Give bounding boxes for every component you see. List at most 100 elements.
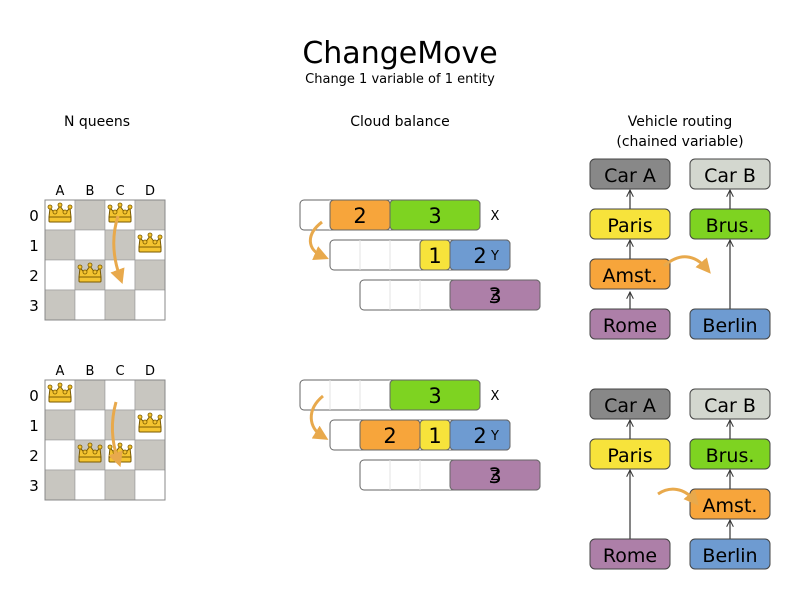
- process-label-z-0-after: 3: [488, 464, 501, 488]
- board-cell-0-3-before: [134, 199, 166, 231]
- process-label-y-0-before: 1: [428, 244, 441, 268]
- berlin-label-after: Berlin: [702, 545, 757, 567]
- process-label-x-1-before: 3: [428, 204, 441, 228]
- car-b-label-after: Car B: [704, 395, 756, 417]
- amsterdam-move-arrow-before: [663, 255, 711, 274]
- car-b-node: Car B: [689, 158, 771, 190]
- board-cell-2-0-before: [44, 259, 76, 291]
- board-cell-3-1-after: [74, 469, 106, 501]
- board-cell-0-2-after: [104, 379, 136, 411]
- board-border-before: [44, 199, 166, 321]
- paris-label: Paris: [607, 215, 652, 237]
- berlin-node: Berlin: [689, 308, 771, 340]
- computer-label-z-before: Z: [491, 289, 500, 304]
- computer-label-y-after: Y: [490, 429, 499, 444]
- board-row-label-2-after: 2: [29, 447, 39, 465]
- board-row-label-3-before: 3: [29, 297, 39, 315]
- board-cell-1-0-after: [44, 409, 76, 441]
- board-col-label-d-after: D: [145, 364, 155, 379]
- paris-label-after: Paris: [607, 445, 652, 467]
- board-cell-2-3-before: [134, 259, 166, 291]
- car-a-label: Car A: [604, 165, 656, 187]
- brussels-node: Brus.: [689, 208, 771, 240]
- queen-icon-3-after: [107, 442, 133, 463]
- queen-icon-3-before: [77, 262, 103, 283]
- board-cell-3-3-before: [134, 289, 166, 321]
- process-move-arrow-before: [308, 220, 329, 260]
- queen-move-arrow-before: [110, 215, 125, 285]
- process-y-2-after: [449, 419, 511, 451]
- amsterdam-move-arrow-after: [657, 487, 699, 506]
- process-label-y-0-after: 2: [383, 424, 396, 448]
- queen-move-arrow-after: [108, 401, 123, 468]
- computer-label-y-before: Y: [490, 249, 499, 264]
- process-x-1-before: [389, 199, 481, 231]
- brussels-label: Brus.: [706, 215, 755, 237]
- board-col-label-b-after: B: [86, 364, 95, 379]
- board-cell-1-1-before: [74, 229, 106, 261]
- car-a-node: Car A: [589, 158, 671, 190]
- board-row-label-1-before: 1: [29, 237, 39, 255]
- board-row-label-0-before: 0: [29, 207, 39, 225]
- paris-node: Paris: [589, 208, 671, 240]
- board-row-label-3-after: 3: [29, 477, 39, 495]
- car-a-label-after: Car A: [604, 395, 656, 417]
- board-col-label-a-after: A: [56, 364, 65, 379]
- computer-label-x-after: X: [491, 389, 500, 404]
- queen-icon-1-after: [137, 412, 163, 433]
- computer-label-x-before: X: [491, 209, 500, 224]
- process-label-z-0-before: 3: [488, 284, 501, 308]
- process-label-y-1-before: 2: [473, 244, 486, 268]
- queen-icon-2-before: [137, 232, 163, 253]
- process-y-1-before: [449, 239, 511, 271]
- board-cell-3-1-before: [74, 289, 106, 321]
- board-cell-1-0-before: [44, 229, 76, 261]
- car-a-node-after: Car A: [589, 388, 671, 420]
- rome-label: Rome: [603, 315, 657, 337]
- rome-node-after: Rome: [589, 538, 671, 570]
- board-cell-3-3-after: [134, 469, 166, 501]
- car-b-node-after: Car B: [689, 388, 771, 420]
- queen-icon-0-after: [47, 382, 73, 403]
- amsterdam-label: Amst.: [603, 265, 658, 287]
- process-label-x-0-before: 2: [353, 204, 366, 228]
- rome-label-after: Rome: [603, 545, 657, 567]
- process-z-0-before: [449, 279, 541, 311]
- board-col-label-a-before: A: [56, 184, 65, 199]
- amsterdam-label-after: Amst.: [703, 495, 758, 517]
- board-cell-2-3-after: [134, 439, 166, 471]
- process-label-y-2-after: 2: [473, 424, 486, 448]
- process-z-0-after: [449, 459, 541, 491]
- board-cell-0-1-after: [74, 379, 106, 411]
- queen-icon-1-before: [107, 202, 133, 223]
- board-border-after: [44, 379, 166, 501]
- board-cell-3-2-before: [104, 289, 136, 321]
- cloud-balance-title: Cloud balance: [350, 114, 450, 130]
- vehicle-routing-title: Vehicle routing: [628, 114, 733, 130]
- board-cell-1-2-after: [104, 409, 136, 441]
- board-col-label-c-before: C: [115, 184, 124, 199]
- computer-label-z-after: Z: [491, 469, 500, 484]
- board-row-label-0-after: 0: [29, 387, 39, 405]
- vehicle-routing-subtitle: (chained variable): [616, 134, 743, 150]
- board-col-label-d-before: D: [145, 184, 155, 199]
- berlin-label: Berlin: [702, 315, 757, 337]
- board-col-label-c-after: C: [115, 364, 124, 379]
- process-x-0-after: [389, 379, 481, 411]
- board-cell-3-2-after: [104, 469, 136, 501]
- board-row-label-1-after: 1: [29, 417, 39, 435]
- nqueens-title: N queens: [64, 114, 130, 130]
- board-cell-1-2-before: [104, 229, 136, 261]
- page-subtitle: Change 1 variable of 1 entity: [305, 72, 495, 87]
- board-cell-0-1-before: [74, 199, 106, 231]
- process-label-y-1-after: 1: [428, 424, 441, 448]
- queen-icon-0-before: [47, 202, 73, 223]
- board-cell-3-0-before: [44, 289, 76, 321]
- brussels-label-after: Brus.: [706, 445, 755, 467]
- berlin-node-after: Berlin: [689, 538, 771, 570]
- board-cell-2-0-after: [44, 439, 76, 471]
- queen-icon-2-after: [77, 442, 103, 463]
